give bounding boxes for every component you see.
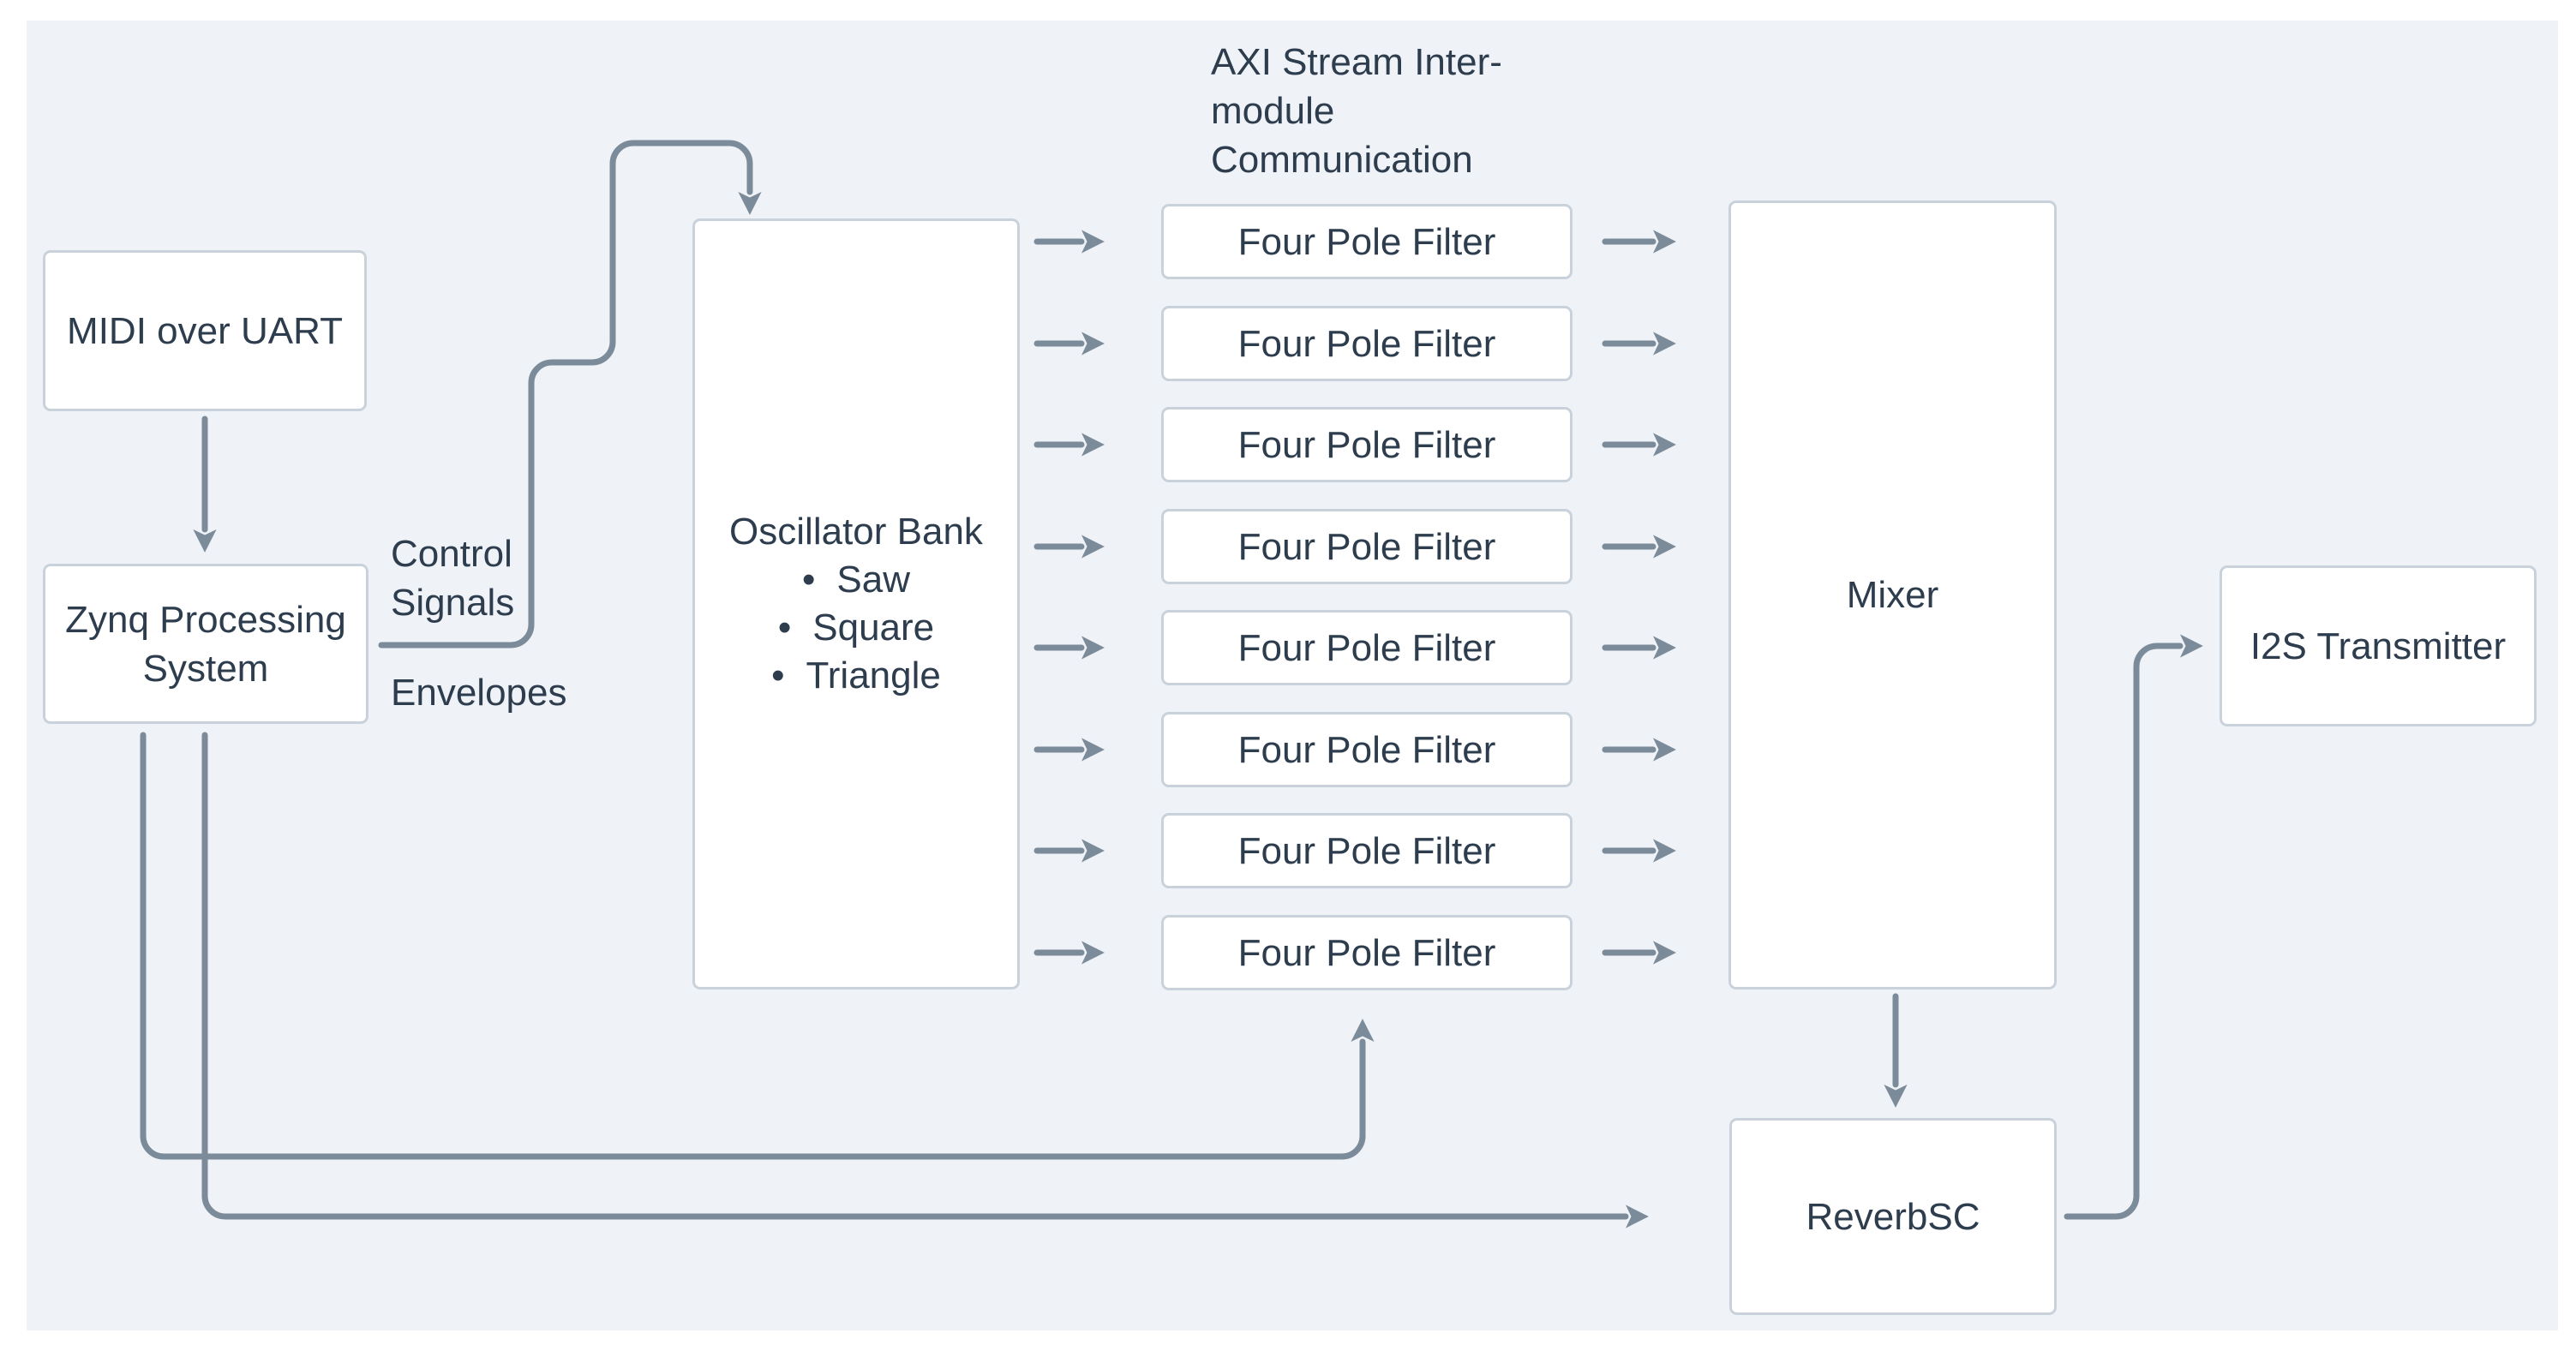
node-four-pole-filter-1: Four Pole Filter — [1161, 204, 1573, 279]
node-zynq-processing-system: Zynq Processing System — [43, 564, 368, 724]
node-four-pole-filter-7: Four Pole Filter — [1161, 813, 1573, 888]
node-reverbsc: ReverbSC — [1729, 1118, 2057, 1315]
node-four-pole-filter-4: Four Pole Filter — [1161, 509, 1573, 584]
node-midi-over-uart: MIDI over UART — [43, 250, 367, 411]
envelopes-label: Envelopes — [391, 672, 567, 714]
node-mixer: Mixer — [1728, 200, 2057, 989]
list-item-square: Square — [771, 604, 941, 652]
node-four-pole-filter-8: Four Pole Filter — [1161, 915, 1573, 990]
node-four-pole-filter-2: Four Pole Filter — [1161, 306, 1573, 381]
node-four-pole-filter-6: Four Pole Filter — [1161, 712, 1573, 787]
axi-stream-title: AXI Stream Inter-module Communication — [1211, 41, 1502, 181]
node-four-pole-filter-3: Four Pole Filter — [1161, 407, 1573, 482]
list-item-saw: Saw — [771, 556, 941, 604]
oscillator-waveform-list: Saw Square Triangle — [771, 556, 941, 700]
node-i2s-transmitter: I2S Transmitter — [2220, 565, 2537, 726]
list-item-triangle: Triangle — [771, 652, 941, 700]
control-signals-label: Control Signals — [391, 533, 515, 624]
node-four-pole-filter-5: Four Pole Filter — [1161, 610, 1573, 685]
oscillator-bank-title: Oscillator Bank — [729, 511, 983, 553]
node-oscillator-bank: Oscillator Bank Saw Square Triangle — [692, 218, 1020, 989]
